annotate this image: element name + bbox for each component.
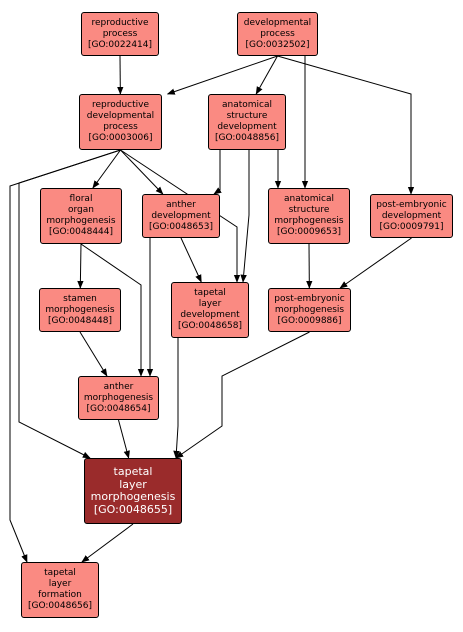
edge-n3-n6: [120, 149, 164, 195]
go-term-name-line: morphogenesis: [46, 216, 116, 226]
edge-n4-n10: [240, 150, 250, 283]
edge-n2-n3: [166, 55, 278, 95]
go-term-id: [GO:0048444]: [48, 227, 114, 237]
edge-n9-n12: [79, 331, 108, 377]
go-term-name-line: anther: [166, 199, 196, 210]
go-term-id: [GO:0003006]: [88, 133, 153, 143]
go-term-id: [GO:0048653]: [148, 221, 214, 232]
edge-n3-n14: [9, 149, 121, 563]
edge-n5-n9: [77, 243, 84, 289]
go-term-id: [GO:0048658]: [177, 321, 243, 331]
go-term-name-line: morphogenesis: [274, 304, 345, 315]
go-term-name-line: structure: [288, 205, 330, 215]
go-term-name-line: post-embryonic: [376, 199, 447, 210]
go-term-id: [GO:0048655]: [93, 502, 173, 516]
go-term-name-line: reproductive: [91, 17, 149, 28]
go-term-name-line: anatomical: [221, 100, 272, 110]
edge-n2-n4: [255, 55, 278, 95]
go-term-id: [GO:0022414]: [87, 39, 153, 50]
go-term-name-line: developmental: [86, 111, 155, 121]
go-term-name-line: tapetal: [44, 568, 76, 578]
go-term-id: [GO:0048448]: [47, 315, 113, 326]
go-term-name-line: tapetal: [113, 465, 153, 478]
go-term-name-line: morphogenesis: [274, 216, 344, 226]
go-term-id: [GO:0009791]: [379, 221, 444, 232]
go-term-name-line: structure: [226, 111, 268, 121]
go-term-id: [GO:0009653]: [276, 227, 342, 237]
go-term-name-line: organ: [68, 205, 94, 215]
go-term-name-line: reproductive: [91, 100, 150, 110]
go-term-name-line: anther: [103, 381, 134, 392]
go-term-name-line: layer: [119, 477, 147, 491]
edge-n13-n14: [81, 523, 134, 563]
go-term-name-line: layer: [48, 579, 72, 589]
go-term-name-line: process: [103, 122, 138, 132]
edge-n12-n13: [118, 419, 130, 459]
go-term-name-line: developmental: [243, 17, 312, 28]
go-term-name-line: anatomical: [283, 194, 334, 204]
edge-n11-n13: [175, 331, 310, 459]
go-term-name-line: tapetal: [194, 288, 226, 298]
go-term-name-line: development: [381, 210, 442, 221]
go-term-name-line: layer: [198, 299, 222, 309]
go-term-name-line: process: [260, 28, 295, 39]
go-term-name-line: stamen: [63, 293, 97, 304]
edge-n3-n10: [120, 149, 241, 283]
go-term-name-line: development: [217, 122, 277, 132]
go-term-id: [GO:0009886]: [277, 315, 342, 326]
go-term-name-line: morphogenesis: [45, 304, 115, 315]
go-term-name-line: development: [180, 310, 240, 320]
edge-n8-n11: [339, 237, 412, 289]
edge-n10-n13: [173, 338, 180, 459]
go-term-id: [GO:0048856]: [214, 133, 280, 143]
go-term-id: [GO:0048656]: [27, 601, 93, 611]
go-term-name-line: development: [151, 210, 211, 221]
go-term-id: [GO:0048654]: [86, 403, 151, 414]
go-term-name-line: process: [102, 28, 138, 39]
edge-n3-n5: [92, 149, 121, 189]
go-term-name-line: morphogenesis: [83, 392, 154, 403]
go-term-name-line: floral: [69, 194, 93, 204]
edge-n2-n8: [277, 55, 415, 195]
edge-n6-n10: [180, 237, 202, 283]
go-term-name-line: formation: [38, 590, 82, 600]
edge-n5-n12: [80, 243, 145, 377]
edge-n4-n6: [213, 150, 222, 195]
go-term-id: [GO:0032502]: [245, 39, 310, 50]
go-term-name-line: morphogenesis: [90, 490, 176, 503]
go-term-name-line: post-embryonic: [274, 293, 345, 304]
